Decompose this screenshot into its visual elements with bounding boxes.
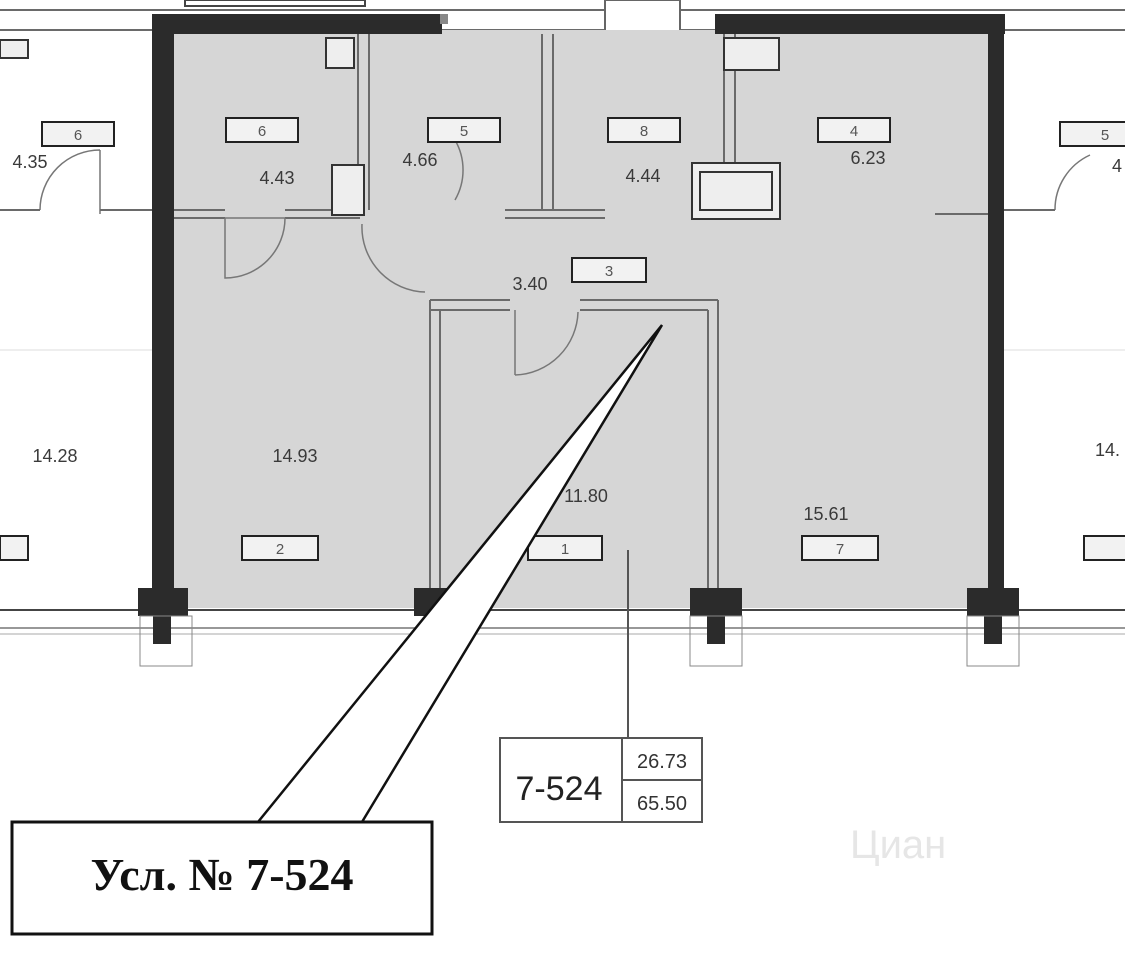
door-room-5 [361,223,426,293]
room-area: 14.93 [272,446,317,466]
door-swings [39,139,1091,376]
room-area: 14. [1095,440,1120,460]
callout-label: Усл. № 7-524 [90,849,353,900]
room-tags: 6 6 5 8 4 3 2 1 7 5 [0,117,1125,561]
door-right [1054,154,1091,211]
room-tag: 5 [1101,127,1109,144]
room-tag: 1 [561,541,569,558]
room-tag-box [41,121,115,147]
unit-living-area: 26.73 [637,751,687,773]
room-areas: 4.35 14.28 4.43 4.66 4.44 6.23 3.40 14.9… [12,148,1122,524]
room-area: 6.23 [850,148,885,168]
room-tag: 4 [850,123,858,140]
room-area: 4 [1112,156,1122,176]
room-area: 11.80 [564,486,608,506]
room-area: 4.35 [12,152,47,172]
door-left [39,149,101,214]
room-area: 14.28 [32,446,77,466]
apartment-walls [152,14,1005,610]
room-tag: 6 [74,127,82,144]
neighbor-walls [0,209,1125,351]
room-area: 3.40 [512,274,547,294]
room-tag: 6 [258,123,266,140]
fixtures [0,37,781,220]
room-tag: 3 [605,263,613,280]
unit-number: 7-524 [516,770,603,808]
room-area: 15.61 [803,504,848,524]
bathroom-fixture [331,164,365,216]
unit-box: 7-524 26.73 65.50 [499,737,703,823]
room-tag: 2 [276,541,284,558]
room-area: 4.66 [402,150,437,170]
room-area: 4.43 [259,168,294,188]
door-room-6 [224,217,286,279]
room-tag: 5 [460,123,468,140]
room-tag: 8 [640,123,648,140]
door-room-1 [514,310,579,376]
interior-walls [174,34,988,600]
callout-pointer [257,324,664,823]
room-tag: 7 [836,541,844,558]
room-area: 4.44 [625,166,660,186]
door-room-5b [454,139,464,201]
watermark: Циан [850,823,946,867]
callout-box: Усл. № 7-524 [10,820,434,936]
unit-total-area: 65.50 [637,793,687,815]
